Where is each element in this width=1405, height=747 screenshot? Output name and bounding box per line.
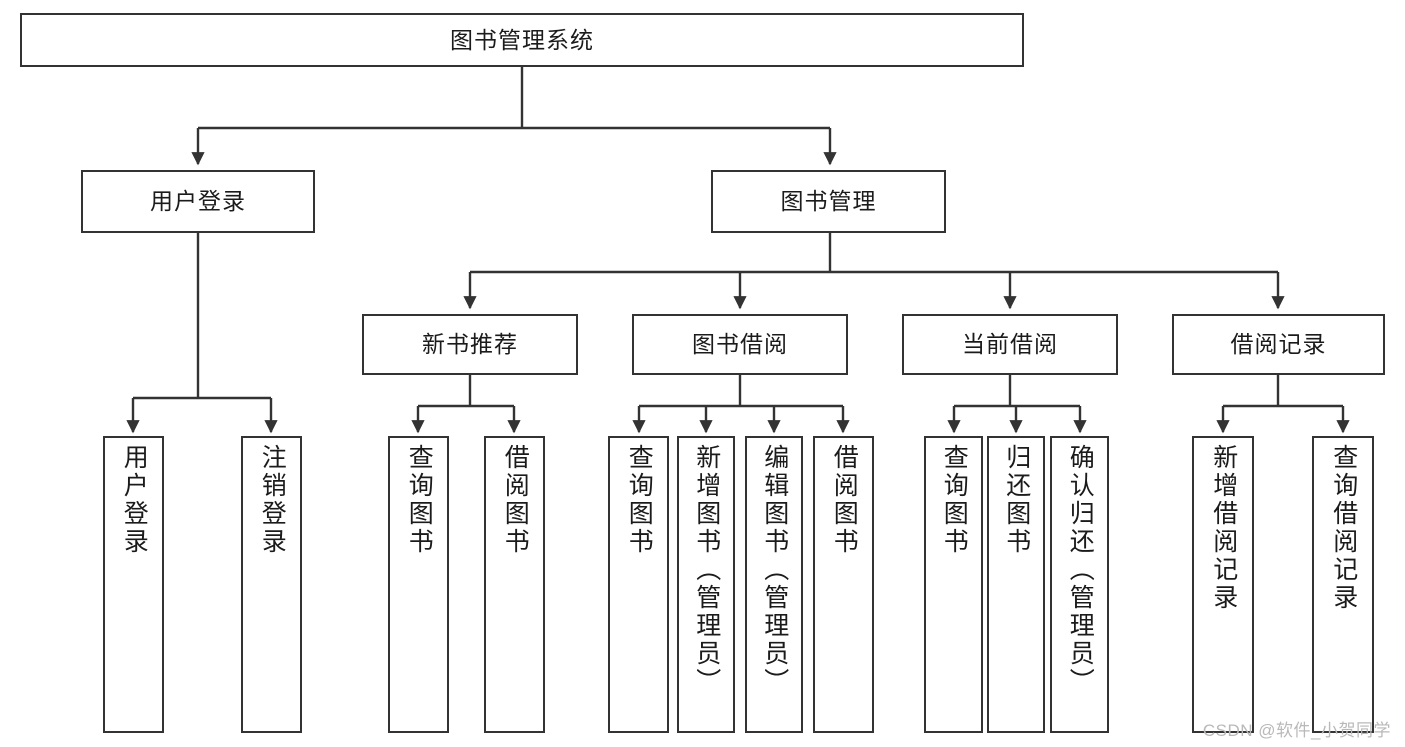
node-label: 归还图书: [1002, 444, 1031, 556]
node-label: 借阅图书: [501, 444, 530, 556]
node-label: 新增借阅记录: [1209, 444, 1238, 612]
node-root-system[interactable]: 图书管理系统: [20, 13, 1024, 67]
node-label: 注销登录: [258, 444, 287, 556]
leaf-borrow-borrow-book[interactable]: 借阅图书: [813, 436, 874, 733]
node-new-book-recommend[interactable]: 新书推荐: [362, 314, 578, 375]
leaf-current-confirm-return[interactable]: 确认归还（管理员）: [1050, 436, 1109, 733]
node-book-borrow[interactable]: 图书借阅: [632, 314, 848, 375]
node-label: 借阅记录: [1230, 331, 1327, 358]
node-label: 新书推荐: [422, 331, 518, 358]
node-book-management[interactable]: 图书管理: [711, 170, 946, 233]
leaf-borrow-query-book[interactable]: 查询图书: [608, 436, 669, 733]
node-label: 查询图书: [940, 444, 969, 556]
node-label: 新增图书（管理员）: [692, 444, 721, 696]
node-user-login[interactable]: 用户登录: [81, 170, 315, 233]
node-label: 当前借阅: [962, 331, 1058, 358]
leaf-borrow-edit-book[interactable]: 编辑图书（管理员）: [745, 436, 803, 733]
node-label: 图书借阅: [692, 331, 788, 358]
watermark: CSDN @软件_小贺同学: [1202, 721, 1391, 740]
node-label: 编辑图书（管理员）: [760, 444, 789, 696]
node-label: 用户登录: [120, 444, 149, 556]
node-label: 查询图书: [405, 444, 434, 556]
leaf-user-login-logout[interactable]: 注销登录: [241, 436, 302, 733]
node-label: 图书管理: [780, 188, 877, 215]
leaf-recommend-query-book[interactable]: 查询图书: [388, 436, 449, 733]
node-label: 图书管理系统: [450, 26, 594, 53]
leaf-current-query-book[interactable]: 查询图书: [924, 436, 983, 733]
leaf-user-login-login[interactable]: 用户登录: [103, 436, 164, 733]
leaf-recommend-borrow-book[interactable]: 借阅图书: [484, 436, 545, 733]
node-label: 查询借阅记录: [1329, 444, 1358, 612]
node-borrow-record[interactable]: 借阅记录: [1172, 314, 1385, 375]
leaf-record-add-record[interactable]: 新增借阅记录: [1192, 436, 1254, 733]
node-label: 借阅图书: [830, 444, 859, 556]
leaf-record-query-record[interactable]: 查询借阅记录: [1312, 436, 1374, 733]
node-label: 用户登录: [150, 188, 246, 215]
node-label: 查询图书: [625, 444, 654, 556]
leaf-current-return-book[interactable]: 归还图书: [987, 436, 1045, 733]
leaf-borrow-add-book[interactable]: 新增图书（管理员）: [677, 436, 735, 733]
node-current-borrow[interactable]: 当前借阅: [902, 314, 1118, 375]
node-label: 确认归还（管理员）: [1066, 444, 1095, 696]
